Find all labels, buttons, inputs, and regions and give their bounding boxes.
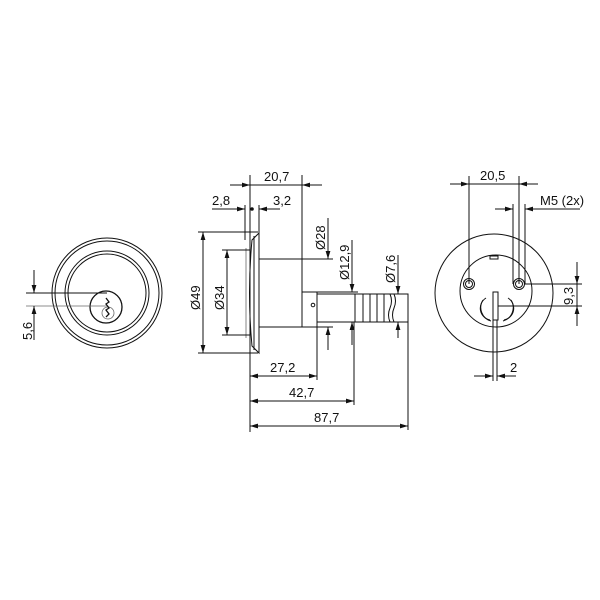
dim-dia-28: Ø28 bbox=[313, 225, 328, 250]
rear-view: 20,5 M5 (2x) 9,3 2 bbox=[434, 168, 584, 381]
dim-dia-34: Ø34 bbox=[212, 285, 227, 310]
dim-m5-2x: M5 (2x) bbox=[540, 193, 584, 208]
plug-circle bbox=[89, 290, 123, 324]
dim-5-6: 5,6 bbox=[20, 322, 35, 340]
dim-20-7: 20,7 bbox=[264, 169, 289, 184]
dim-2: 2 bbox=[510, 360, 517, 375]
dim-42-7: 42,7 bbox=[289, 385, 314, 400]
dim-dia-7-6: Ø7,6 bbox=[383, 255, 398, 283]
dim-dia-49: Ø49 bbox=[188, 285, 203, 310]
dim-20-5: 20,5 bbox=[480, 168, 505, 183]
dim-dia-12-9: Ø12,9 bbox=[337, 245, 352, 280]
dim-87-7: 87,7 bbox=[314, 410, 339, 425]
dim-27-2: 27,2 bbox=[270, 360, 295, 375]
dim-2-8: 2,8 bbox=[212, 193, 230, 208]
dim-3-2: 3,2 bbox=[273, 193, 291, 208]
front-view: 5,6 bbox=[20, 237, 163, 349]
dim-9-3: 9,3 bbox=[561, 287, 576, 305]
side-view: 20,7 2,8 3,2 Ø49 Ø34 Ø28 Ø12,9 Ø7,6 27,2… bbox=[188, 169, 409, 432]
keyway-icon bbox=[105, 297, 110, 318]
